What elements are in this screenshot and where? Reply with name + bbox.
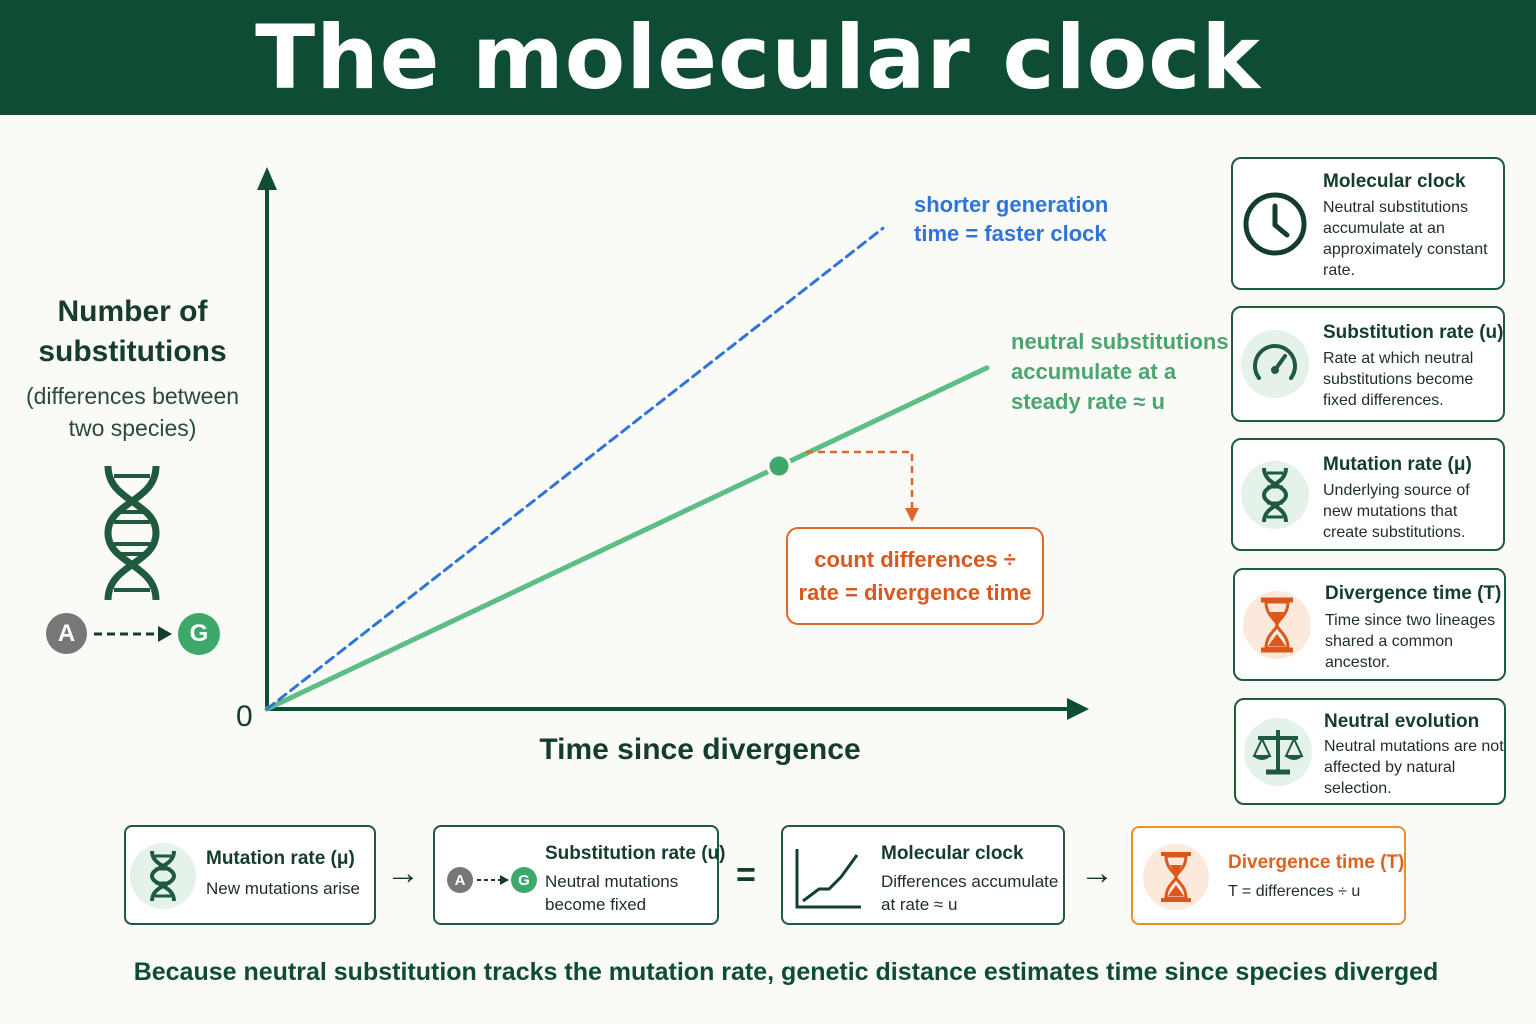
flow-title: Mutation rate (μ) bbox=[206, 848, 355, 869]
line-graph-icon bbox=[795, 849, 861, 909]
series-line-faster-clock bbox=[265, 226, 885, 711]
annotation-line: accumulate at a bbox=[1011, 359, 1177, 384]
base-a-circle: A bbox=[46, 613, 87, 654]
dashed-arrow-icon bbox=[94, 626, 172, 642]
base-g-circle: G bbox=[178, 613, 220, 655]
count-differences-box: count differences ÷ rate = divergence ti… bbox=[786, 527, 1044, 625]
equals-operator: = bbox=[736, 856, 756, 894]
annotation-line: neutral substitutions bbox=[1011, 329, 1229, 354]
blue-line-annotation: shorter generation time = faster clock bbox=[914, 190, 1108, 248]
count-box-line: count differences ÷ bbox=[814, 547, 1016, 572]
flow-mutation-rate: Mutation rate (μ) New mutations arise bbox=[124, 825, 376, 925]
card-description: Neutral substitutions accumulate at an a… bbox=[1323, 199, 1488, 279]
dna-icon bbox=[1241, 460, 1309, 529]
dna-icon bbox=[130, 843, 196, 909]
y-axis-arrowhead bbox=[257, 167, 277, 190]
annotation-line: shorter generation bbox=[914, 192, 1109, 217]
count-connector-line bbox=[806, 450, 914, 512]
arrow-operator: → bbox=[386, 854, 420, 892]
y-axis-title: Number of substitutions bbox=[38, 295, 227, 368]
clock-icon bbox=[1241, 190, 1309, 258]
flow-substitution-rate: A G Substitution rate (u) Neutral mutati… bbox=[433, 825, 725, 925]
flow-description: New mutations arise bbox=[206, 879, 361, 898]
arrow-operator: → bbox=[1080, 854, 1114, 892]
footer-caption: Because neutral substitution tracks the … bbox=[133, 958, 1439, 986]
y-axis-subtitle: (differences between two species) bbox=[25, 383, 240, 441]
card-substitution-rate: Substitution rate (u) Rate at which neut… bbox=[1231, 306, 1505, 422]
card-molecular-clock: Molecular clock Neutral substitutions ac… bbox=[1231, 157, 1505, 290]
card-title: Divergence time (T) bbox=[1325, 583, 1502, 604]
base-a-circle: A bbox=[447, 867, 473, 893]
card-title: Substitution rate (u) bbox=[1323, 322, 1504, 343]
dashed-arrow-icon bbox=[477, 875, 509, 885]
card-title: Neutral evolution bbox=[1324, 711, 1480, 732]
count-box-line: rate = divergence time bbox=[798, 580, 1032, 605]
x-axis-title: Time since divergence bbox=[539, 733, 861, 766]
base-g-circle: G bbox=[511, 867, 537, 893]
gauge-icon bbox=[1241, 330, 1309, 398]
card-description: Neutral mutations are not affected by na… bbox=[1324, 738, 1504, 797]
flow-title: Substitution rate (u) bbox=[545, 843, 726, 864]
green-line-annotation: neutral substitutions accumulate at a st… bbox=[1011, 327, 1229, 417]
flow-description: Neutral mutations become fixed bbox=[545, 872, 679, 914]
card-description: Time since two lineages shared a common … bbox=[1325, 612, 1496, 671]
title-banner: The molecular clock bbox=[0, 0, 1536, 115]
page-title: The molecular clock bbox=[255, 6, 1261, 109]
card-neutral-evolution: Neutral evolution Neutral mutations are … bbox=[1234, 698, 1506, 805]
flow-description: Differences accumulate at rate ≈ u bbox=[881, 872, 1059, 914]
dna-icon bbox=[104, 465, 160, 601]
hourglass-icon bbox=[1243, 590, 1311, 659]
annotation-line: steady rate ≈ u bbox=[1011, 389, 1165, 414]
annotation-line: time = faster clock bbox=[914, 221, 1107, 246]
balance-scale-icon bbox=[1244, 717, 1312, 786]
card-description: Underlying source of new mutations that … bbox=[1323, 482, 1470, 541]
hourglass-icon bbox=[1143, 844, 1209, 910]
x-axis-origin-label: 0 bbox=[236, 700, 253, 733]
count-connector-arrowhead bbox=[905, 508, 919, 522]
flow-divergence-time: Divergence time (T) T = differences ÷ u bbox=[1131, 826, 1406, 925]
card-title: Molecular clock bbox=[1323, 171, 1466, 192]
card-mutation-rate: Mutation rate (μ) Underlying source of n… bbox=[1231, 438, 1505, 551]
x-axis-arrowhead bbox=[1067, 698, 1089, 720]
flow-description: T = differences ÷ u bbox=[1228, 883, 1361, 900]
flow-title: Molecular clock bbox=[881, 843, 1024, 864]
card-description: Rate at which neutral substitutions beco… bbox=[1323, 350, 1474, 409]
flow-title: Divergence time (T) bbox=[1228, 852, 1405, 873]
card-divergence-time: Divergence time (T) Time since two linea… bbox=[1233, 568, 1506, 681]
marked-data-point bbox=[766, 453, 792, 479]
flow-molecular-clock: Molecular clock Differences accumulate a… bbox=[781, 825, 1065, 925]
card-title: Mutation rate (μ) bbox=[1323, 454, 1472, 475]
series-line-steady-rate bbox=[264, 365, 990, 712]
